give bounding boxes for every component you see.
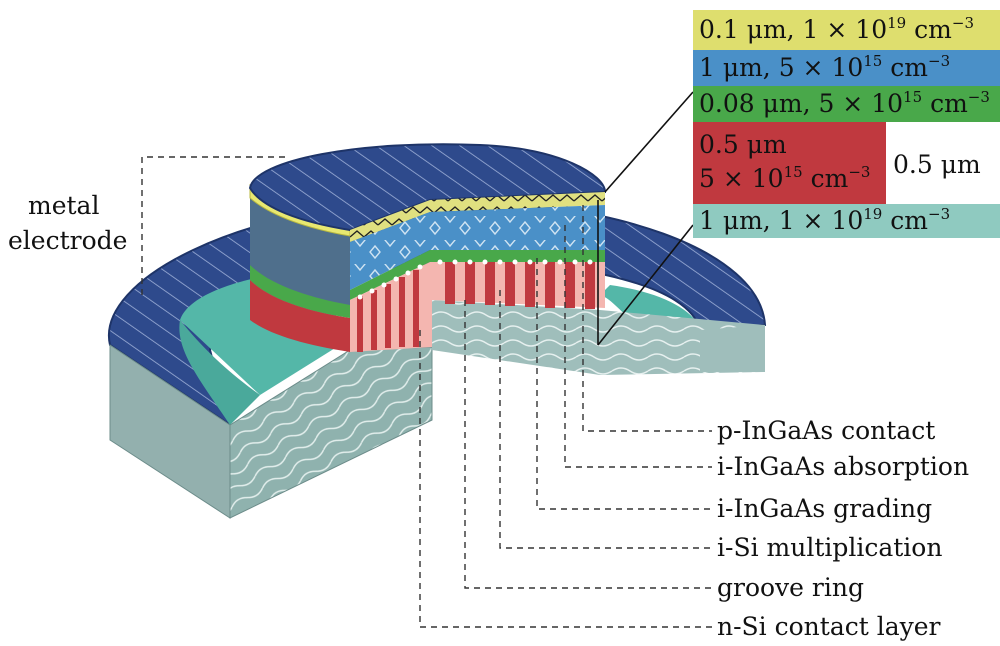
legend-absorption-unit-exp: −3 [928,52,951,70]
legend-bar-contact-top [693,10,1000,50]
legend-bar-multiplication [693,122,886,204]
legend-grading: 0.08 μm, 5 × 1015 cm−3 [693,86,1000,122]
legend-contact-bottom-text: 1 μm, 1 × 10 [699,206,864,235]
legend-absorption: 1 μm, 5 × 1015 cm−3 [693,50,1000,86]
legend-grading-unit: cm [922,89,968,118]
legend-absorption-exp: 15 [863,52,883,70]
legend-multiplication-unit-exp: −3 [848,163,871,181]
zoom-lines [597,91,694,346]
label-i-ingaas-absorption: i-InGaAs absorption [717,452,970,481]
label-p-ingaas-contact: p-InGaAs contact [717,416,936,445]
metal-label-line2: electrode [8,226,128,255]
legend-contact-top-unit-exp: −3 [951,14,974,32]
legend-swatches [693,10,1000,238]
legend-multiplication: 0.5 μm 5 × 1015 cm−3 [693,122,886,202]
legend-grading-exp: 15 [903,88,923,106]
top-electrode [248,143,607,232]
legend-contact-bottom-unit: cm [882,206,929,235]
legend-contact-top-text: 0.1 μm, 1 × 10 [699,15,888,44]
legend-grading-unit-exp: −3 [967,88,990,106]
label-n-si-contact-layer: n-Si contact layer [717,612,941,641]
legend-contact-bottom-exp: 19 [863,205,883,223]
legend-contact-top-unit: cm [906,15,952,44]
legend-bar-absorption [693,50,1000,86]
legend-contact-top: 0.1 μm, 1 × 1019 cm−3 [693,12,1000,48]
legend-multiplication-unit: cm [802,164,849,193]
legend-groove-width: 0.5 μm [893,150,981,179]
legend-bar-grading [693,86,1000,122]
legend-absorption-text: 1 μm, 5 × 10 [699,53,864,82]
legend-absorption-unit: cm [882,53,929,82]
label-i-ingaas-grading: i-InGaAs grading [717,494,933,523]
label-i-si-multiplication: i-Si multiplication [717,533,943,562]
metal-electrode-leader [141,156,285,298]
legend-multiplication-line2: 5 × 1015 cm−3 [699,162,886,196]
legend-contact-bottom: 1 μm, 1 × 1019 cm−3 [693,203,1000,239]
legend-contact-bottom-unit-exp: −3 [928,205,951,223]
legend-multiplication-text: 5 × 10 [699,164,784,193]
legend-multiplication-exp: 15 [783,163,803,181]
legend-contact-top-exp: 19 [887,14,907,32]
legend-grading-text: 0.08 μm, 5 × 10 [699,89,904,118]
layer-leaders [419,205,712,628]
mesa-cut-face [350,192,605,352]
legend-bar-contact-bottom [693,204,1000,238]
legend-multiplication-line1: 0.5 μm [699,130,787,159]
label-groove-ring: groove ring [717,573,864,602]
metal-label-line1: metal [28,191,100,220]
